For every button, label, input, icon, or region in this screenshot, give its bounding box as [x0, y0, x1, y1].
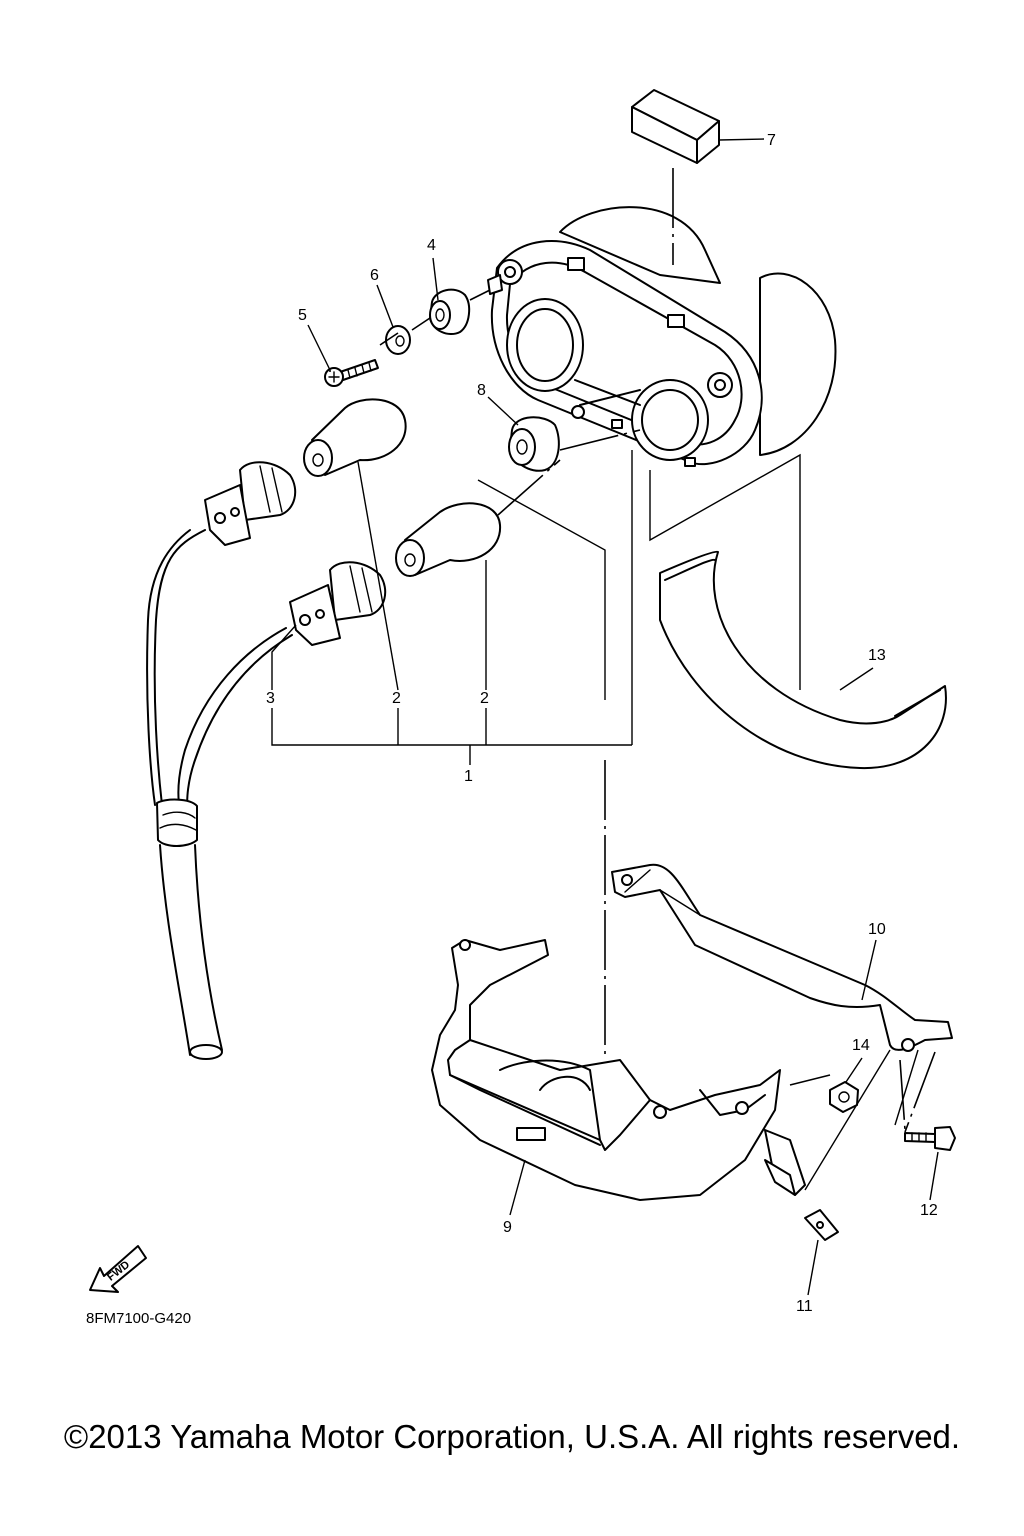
part-code: 8FM7100-G420: [86, 1310, 192, 1327]
callout-13: 13: [868, 647, 886, 664]
callout-6: 6: [370, 267, 379, 284]
part-14-nut: [829, 1081, 859, 1113]
part-9-case: [431, 939, 806, 1201]
part-3-socket-harness: [146, 461, 387, 1060]
copyright-notice: ©2013 Yamaha Motor Corporation, U.S.A. A…: [63, 1418, 961, 1455]
callout-5: 5: [298, 307, 307, 324]
callouts: 1 2 2 3 4 5 6 7 8 9 10 11 12 13 14: [266, 132, 938, 1315]
callout-11: 11: [796, 1298, 813, 1315]
part-11-clip: [804, 1209, 839, 1241]
leader-lines: [271, 138, 939, 1296]
part-4-grommet: [429, 288, 471, 336]
part-2-bulb-upper: [303, 398, 407, 477]
callout-12: 12: [920, 1202, 938, 1219]
part-12-bolt: [904, 1126, 956, 1151]
fwd-arrow-icon: FWD: [89, 1245, 147, 1293]
callout-10: 10: [868, 921, 886, 938]
part-6-washer: [385, 325, 411, 355]
callout-2-b: 2: [480, 690, 489, 707]
light-housing: [487, 206, 837, 467]
part-5-screw: [324, 359, 379, 387]
callout-4: 4: [427, 237, 436, 254]
part-13-cover: [659, 550, 947, 770]
assembly-lines: [329, 168, 936, 1191]
callout-8: 8: [477, 382, 486, 399]
part-10-bracket: [611, 863, 953, 1052]
part-7-pad: [631, 89, 720, 164]
part-2-bulb-lower: [395, 502, 502, 577]
callout-3: 3: [266, 690, 275, 707]
callout-7: 7: [767, 132, 776, 149]
callout-2-a: 2: [392, 690, 401, 707]
part-8-grommet: [508, 416, 560, 472]
callout-14: 14: [852, 1037, 870, 1054]
callout-1: 1: [464, 768, 473, 785]
callout-9: 9: [503, 1219, 512, 1236]
